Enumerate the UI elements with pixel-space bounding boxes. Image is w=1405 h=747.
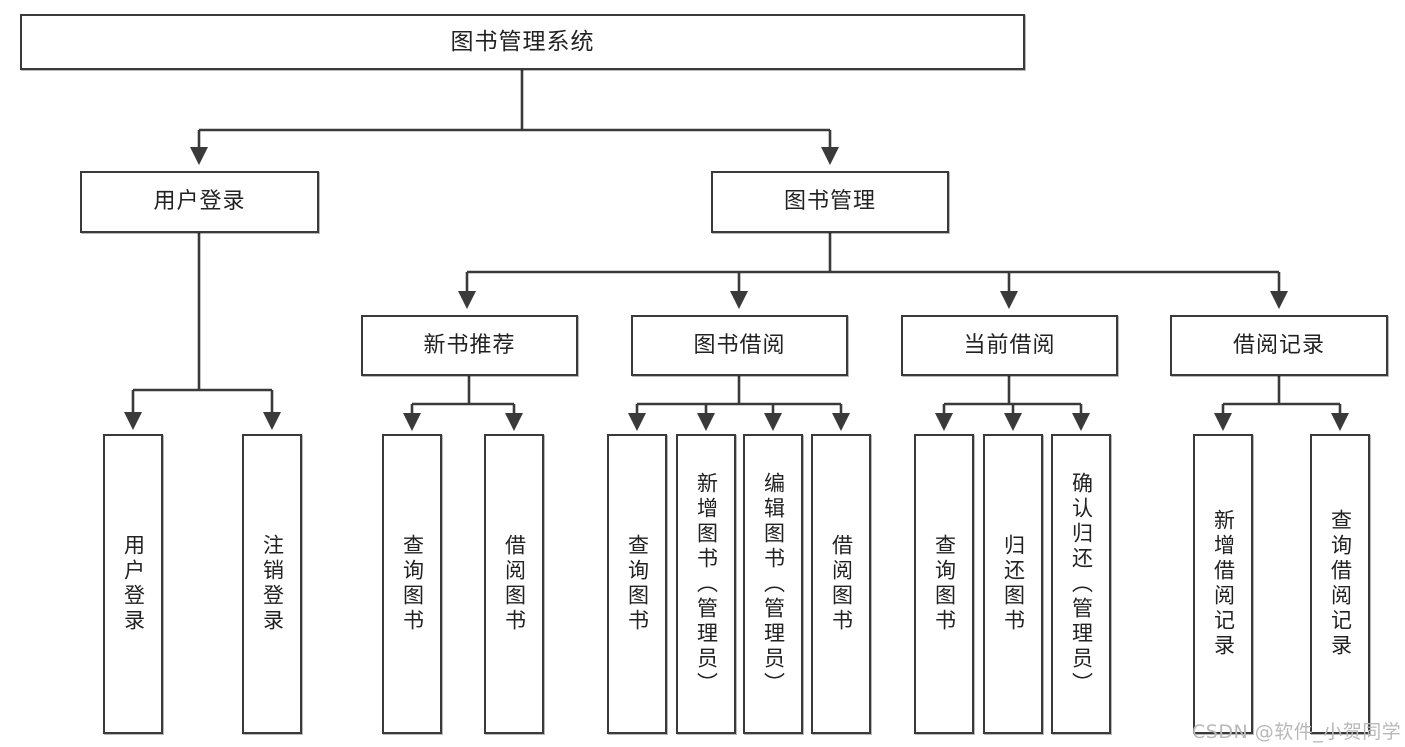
node-label: 当前借阅 xyxy=(963,332,1056,358)
leaf-book-borrow-borrow-book[interactable]: 借阅图书 xyxy=(811,434,871,734)
node-label: 查询图书 xyxy=(932,534,957,634)
leaf-borrow-records-add-record[interactable]: 新增借阅记录 xyxy=(1193,434,1253,734)
node-label: 用户登录 xyxy=(121,534,146,634)
node-label: 查询借阅记录 xyxy=(1328,509,1353,659)
node-label: 归还图书 xyxy=(1001,534,1026,634)
node-label: 借阅图书 xyxy=(502,534,527,634)
node-book-borrow[interactable]: 图书借阅 xyxy=(631,315,848,376)
leaf-user-login-signin[interactable]: 用户登录 xyxy=(103,434,163,734)
node-label: 查询图书 xyxy=(625,534,650,634)
leaf-user-login-logout[interactable]: 注销登录 xyxy=(242,434,302,734)
csdn-watermark: CSDN @软件_小贺同学 xyxy=(1192,721,1402,743)
node-current-borrow[interactable]: 当前借阅 xyxy=(901,315,1118,376)
node-label: 注销登录 xyxy=(260,534,285,634)
leaf-borrow-records-query-record[interactable]: 查询借阅记录 xyxy=(1310,434,1370,734)
node-user-login[interactable]: 用户登录 xyxy=(80,171,319,233)
node-book-management[interactable]: 图书管理 xyxy=(711,171,949,233)
node-label: 确认归还（管理员） xyxy=(1069,471,1094,697)
leaf-book-borrow-edit-book-admin[interactable]: 编辑图书（管理员） xyxy=(743,434,803,734)
node-label: 新增借阅记录 xyxy=(1211,509,1236,659)
node-label: 图书管理系统 xyxy=(450,28,595,55)
node-label: 用户登录 xyxy=(153,189,246,215)
leaf-book-borrow-add-book-admin[interactable]: 新增图书（管理员） xyxy=(676,434,736,734)
node-label: 编辑图书（管理员） xyxy=(761,471,786,697)
node-label: 借阅图书 xyxy=(829,534,854,634)
leaf-book-borrow-query-book[interactable]: 查询图书 xyxy=(607,434,667,734)
leaf-current-borrow-query-book[interactable]: 查询图书 xyxy=(914,434,974,734)
node-label: 新增图书（管理员） xyxy=(694,471,719,697)
node-label: 查询图书 xyxy=(400,534,425,634)
leaf-current-borrow-confirm-return-admin[interactable]: 确认归还（管理员） xyxy=(1051,434,1111,734)
leaf-new-book-query-book[interactable]: 查询图书 xyxy=(382,434,442,734)
node-label: 借阅记录 xyxy=(1232,332,1325,358)
node-label: 图书借阅 xyxy=(693,332,786,358)
node-root-book-management-system[interactable]: 图书管理系统 xyxy=(20,14,1025,70)
node-label: 图书管理 xyxy=(783,189,876,215)
node-new-book-recommend[interactable]: 新书推荐 xyxy=(361,315,578,376)
node-label: 新书推荐 xyxy=(423,332,516,358)
leaf-current-borrow-return-book[interactable]: 归还图书 xyxy=(983,434,1043,734)
node-borrow-records[interactable]: 借阅记录 xyxy=(1170,315,1388,376)
leaf-new-book-borrow-book[interactable]: 借阅图书 xyxy=(484,434,544,734)
